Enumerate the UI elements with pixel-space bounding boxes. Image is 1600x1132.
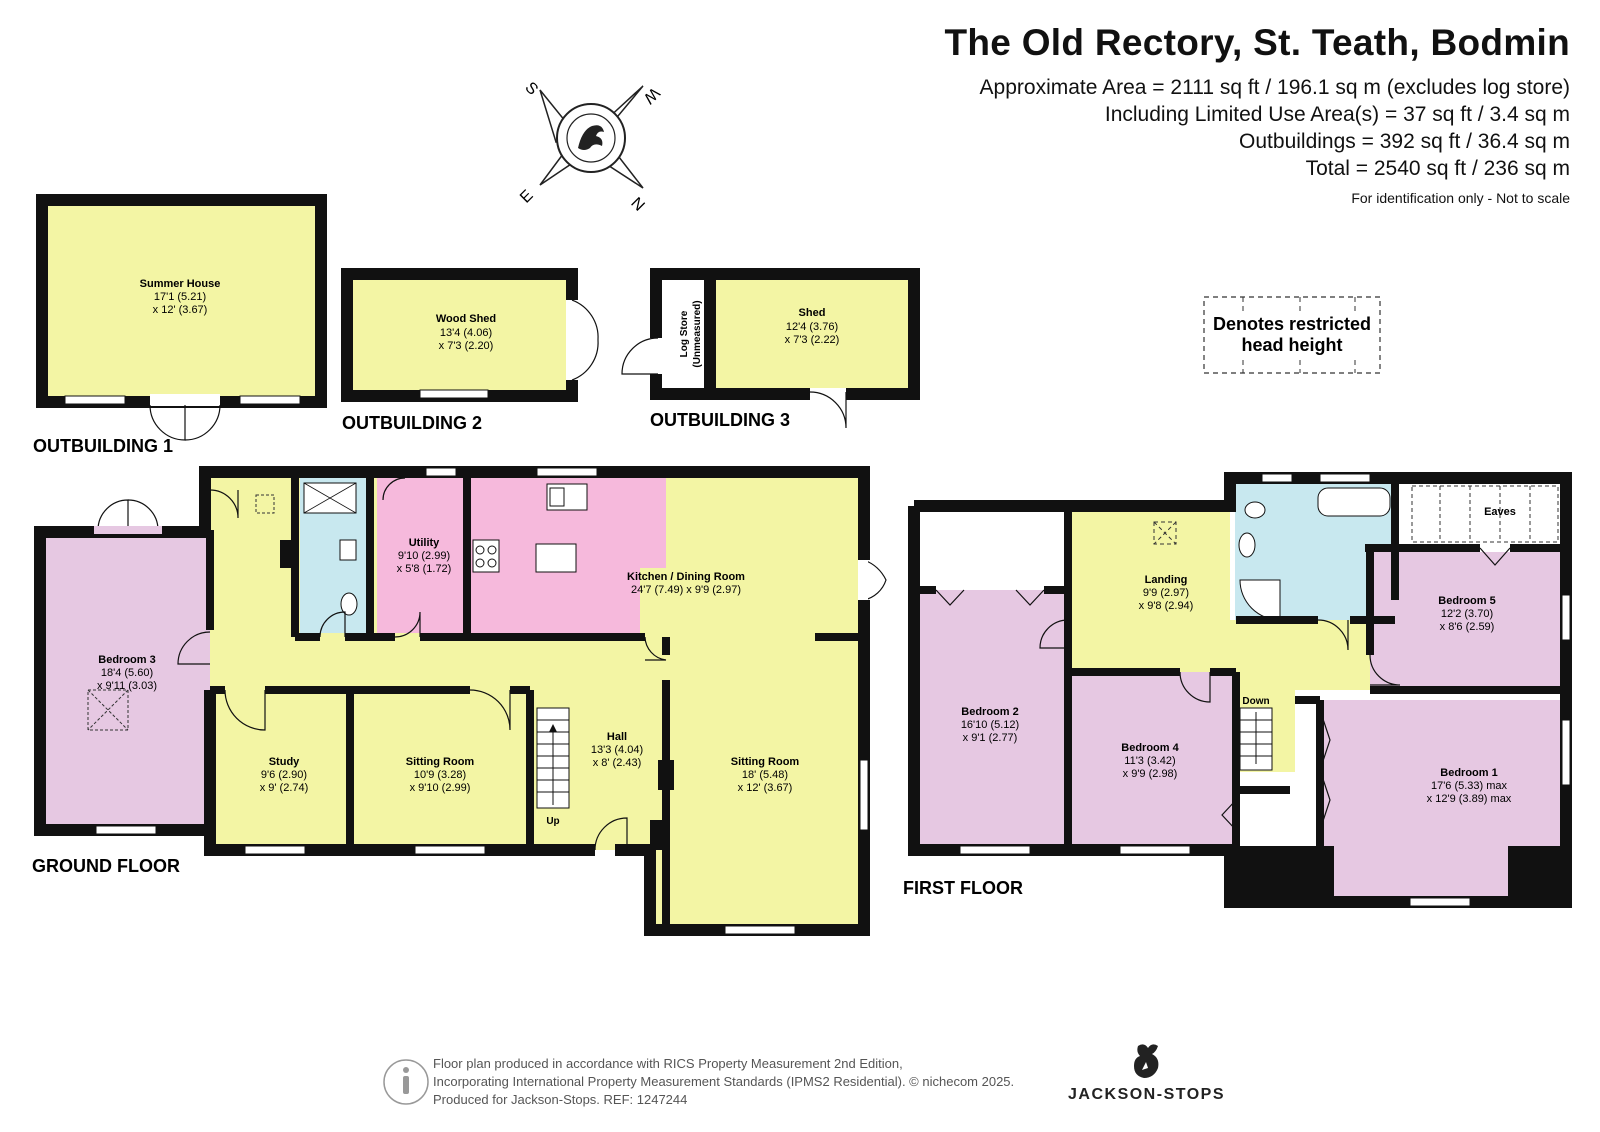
kitchen-dim1: 24'7 (7.49) x 9'9 (2.97) [631,584,741,596]
shed [621,268,920,429]
stairs-down-label: Down [1242,696,1269,707]
wood-shed-dim2: x 7'3 (2.20) [439,340,494,352]
compass-e-label: E [517,187,537,207]
sitting-room-small-dim2: x 9'10 (2.99) [410,782,471,794]
eaves-name: Eaves [1484,506,1516,518]
sitting-room-large-dim1: 18' (5.48) [742,769,788,781]
stairs-up-label: Up [546,816,559,827]
hall-name: Hall [607,731,627,743]
compass-s-label: S [521,79,541,99]
rics-info-icon [383,1059,429,1105]
hall-dim2: x 8' (2.43) [593,757,642,769]
landing-dim2: x 9'8 (2.94) [1139,600,1194,612]
legend-line-1: Denotes restricted [1213,314,1371,334]
bedroom5-dim1: 12'2 (3.70) [1441,608,1493,620]
outbuilding-1-label: OUTBUILDING 1 [33,436,173,456]
plan-title: The Old Rectory, St. Teath, Bodmin [944,22,1570,63]
outbuildings-area: Outbuildings = 392 sq ft / 36.4 sq m [1239,130,1570,153]
bedroom4-dim1: 11'3 (3.42) [1124,755,1175,767]
study-name: Study [269,756,300,768]
sitting-room-large-dim2: x 12' (3.67) [738,782,793,794]
footer-line-2: Incorporating International Property Mea… [433,1074,1015,1089]
landing-dim1: 9'9 (2.97) [1143,587,1189,599]
study-dim1: 9'6 (2.90) [261,769,307,781]
summer-house-name: Summer House [140,278,221,290]
bedroom5-name: Bedroom 5 [1438,595,1495,607]
ground-stairs [536,707,570,809]
first-floor-label: FIRST FLOOR [903,878,1023,898]
summer-house-dim1: 17'1 (5.21) [154,291,206,303]
utility-dim2: x 5'8 (1.72) [397,563,452,575]
bedroom2-name: Bedroom 2 [961,706,1018,718]
footer-line-1: Floor plan produced in accordance with R… [433,1056,903,1071]
bedroom5-dim2: x 8'6 (2.59) [1440,621,1495,633]
log-store-dim: (Unmeasured) [692,300,703,367]
legend-line-2: head height [1241,335,1342,355]
ground-floor-plan [34,466,887,936]
wood-shed-name: Wood Shed [436,313,496,325]
brand-name: JACKSON-STOPS [1068,1086,1226,1103]
ground-floor-label: GROUND FLOOR [32,856,180,876]
study-dim2: x 9' (2.74) [260,782,309,794]
compass-n-label: N [629,193,649,213]
footer-line-3: Produced for Jackson-Stops. REF: 1247244 [433,1092,688,1107]
shed-dim1: 12'4 (3.76) [786,321,838,333]
first-floor-plan [908,472,1572,908]
bedroom1-name: Bedroom 1 [1440,767,1497,779]
bedroom3-name: Bedroom 3 [98,654,155,666]
jackson-stops-logo-icon [1134,1044,1159,1078]
wood-shed-dim1: 13'4 (4.06) [440,327,492,339]
shed-name: Shed [799,307,826,319]
bedroom2-dim1: 16'10 (5.12) [961,719,1019,731]
sitting-room-small-name: Sitting Room [406,756,475,768]
disclaimer: For identification only - Not to scale [1351,190,1570,206]
outbuilding-2-label: OUTBUILDING 2 [342,413,482,433]
bedroom1-dim2: x 12'9 (3.89) max [1427,793,1512,805]
summer-house [36,194,327,441]
bedroom3-dim2: x 9'11 (3.03) [97,680,157,692]
log-store-name: Log Store [679,310,690,357]
landing-name: Landing [1145,574,1188,586]
bedroom4-name: Bedroom 4 [1121,742,1179,754]
bedroom1-dim1: 17'6 (5.33) max [1431,780,1508,792]
bedroom3-dim1: 18'4 (5.60) [101,667,153,679]
shed-dim2: x 7'3 (2.22) [785,334,840,346]
first-floor-stairs [1239,707,1273,771]
hall-dim1: 13'3 (4.04) [591,744,643,756]
wood-shed [341,268,599,402]
utility-dim1: 9'10 (2.99) [398,550,450,562]
bedroom4-dim2: x 9'9 (2.98) [1123,768,1178,780]
limited-use-area: Including Limited Use Area(s) = 37 sq ft… [1104,103,1570,126]
sitting-room-large-name: Sitting Room [731,756,800,768]
sitting-room-small-dim1: 10'9 (3.28) [414,769,466,781]
restricted-head-height-legend [1203,296,1381,374]
outbuilding-3-label: OUTBUILDING 3 [650,410,790,430]
approximate-area: Approximate Area = 2111 sq ft / 196.1 sq… [979,76,1570,99]
compass-icon [539,85,644,189]
total-area: Total = 2540 sq ft / 236 sq m [1305,157,1570,180]
bedroom2-dim2: x 9'1 (2.77) [963,732,1018,744]
footer-text: Floor plan produced in accordance with R… [433,1055,1014,1109]
kitchen-name: Kitchen / Dining Room [627,571,745,583]
summer-house-dim2: x 12' (3.67) [153,304,208,316]
utility-name: Utility [409,537,440,549]
